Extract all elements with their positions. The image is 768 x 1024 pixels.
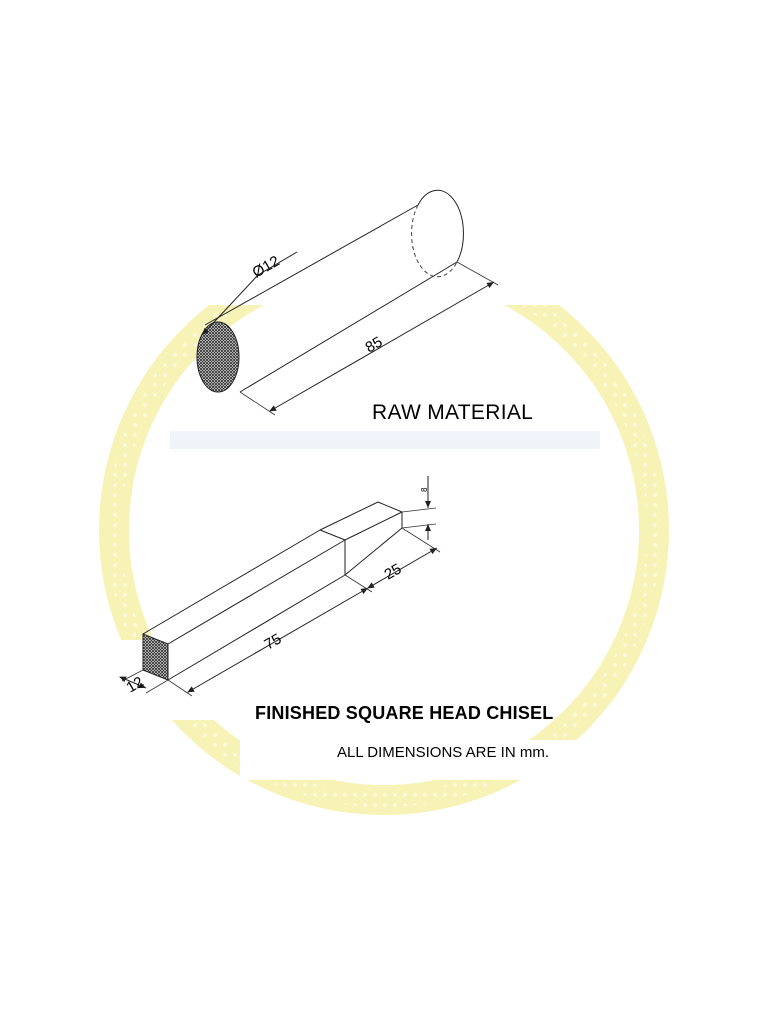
chisel-title: FINISHED SQUARE HEAD CHISEL xyxy=(255,703,553,723)
chisel-taper-length-label: 25 xyxy=(382,560,405,583)
dimensions-note: ALL DIMENSIONS ARE IN mm. xyxy=(337,744,549,761)
raw-length-dimension: 85 xyxy=(239,261,499,416)
chisel-section-label: 12 xyxy=(124,673,147,696)
chisel-tip-dimension: 8 xyxy=(401,476,437,540)
chisel-tip-label: 8 xyxy=(420,487,429,492)
raw-material-title: RAW MATERIAL xyxy=(372,401,533,424)
chisel-taper-length-dimension: 25 xyxy=(367,527,441,589)
raw-length-label: 85 xyxy=(363,333,386,356)
chisel-section-dimension: 12 xyxy=(119,669,169,696)
chisel-body xyxy=(142,501,403,681)
chisel-body-length-label: 75 xyxy=(262,630,285,653)
chisel-body-length-dimension: 75 xyxy=(167,574,373,697)
